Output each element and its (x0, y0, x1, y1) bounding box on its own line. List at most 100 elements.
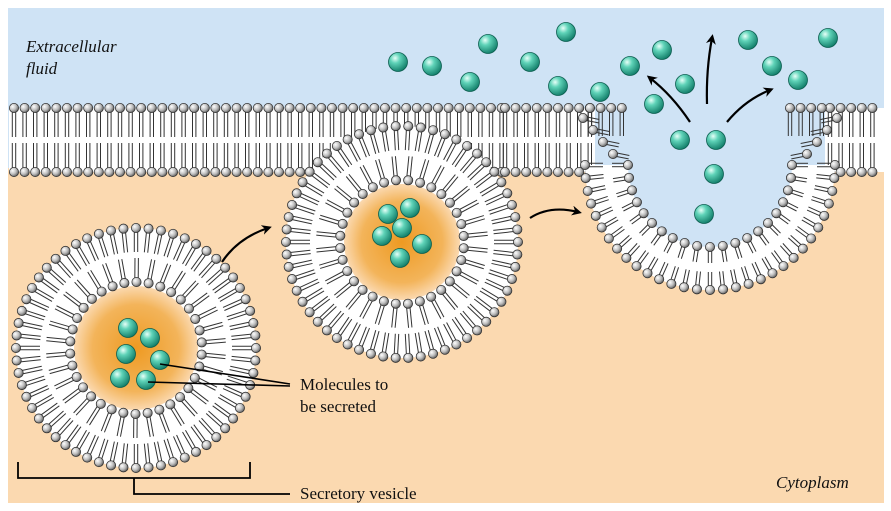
lipid-head (87, 392, 96, 401)
lipid-head (588, 125, 597, 134)
lipid-head (462, 141, 471, 150)
lipid-head (52, 103, 61, 112)
lipid-head (391, 122, 400, 131)
lipid-head (830, 160, 839, 169)
lipid-head (482, 317, 491, 326)
lipid-head (412, 103, 421, 112)
lipid-head (200, 103, 209, 112)
molecule-14 (707, 131, 726, 150)
lipid-head (807, 234, 816, 243)
lipid-head (580, 160, 589, 169)
lipid-head (94, 103, 103, 112)
lipid-head (282, 225, 291, 234)
lipid-head (105, 103, 114, 112)
lipid-head (465, 103, 474, 112)
lipid-head (41, 103, 50, 112)
molecule-11 (391, 249, 410, 268)
lipid-head (313, 158, 322, 167)
lipid-head (459, 244, 468, 253)
lipid-head (639, 209, 648, 218)
lipid-head (779, 262, 788, 271)
lipid-head (490, 167, 499, 176)
lipid-head (97, 287, 106, 296)
lipid-head (284, 262, 293, 271)
molecule-23 (591, 83, 610, 102)
lipid-head (17, 380, 26, 389)
molecules-label-line1: Molecules to (300, 374, 388, 396)
lipid-head (452, 208, 461, 217)
lipid-head (617, 103, 626, 112)
lipid-head (20, 167, 29, 176)
lipid-head (522, 103, 531, 112)
lipid-head (812, 137, 821, 146)
lipid-head (440, 130, 449, 139)
molecule-8 (373, 227, 392, 246)
lipid-head (338, 255, 347, 264)
lipid-head (820, 211, 829, 220)
lipid-head (144, 279, 153, 288)
lipid-head (824, 199, 833, 208)
lipid-head (338, 219, 347, 228)
molecule-2 (117, 345, 136, 364)
lipid-head (366, 126, 375, 135)
lipid-head (814, 223, 823, 232)
lipid-head (243, 167, 252, 176)
lipid-head (62, 167, 71, 176)
lipid-head (156, 461, 165, 470)
lipid-head (354, 130, 363, 139)
lipid-head (232, 103, 241, 112)
molecule-1 (141, 329, 160, 348)
lipid-head (41, 167, 50, 176)
lipid-head (264, 103, 273, 112)
lipid-head (14, 368, 23, 377)
lipid-head (598, 137, 607, 146)
lipid-head (379, 297, 388, 306)
lipid-head (73, 314, 82, 323)
lipid-head (416, 352, 425, 361)
lipid-head (147, 103, 156, 112)
lipid-head (632, 198, 641, 207)
lipid-head (404, 353, 413, 362)
lipid-head (718, 241, 727, 250)
lipid-head (455, 103, 464, 112)
lipid-head (513, 250, 522, 259)
lipid-head (452, 340, 461, 349)
lipid-head (857, 167, 866, 176)
lipid-head (184, 384, 193, 393)
lipid-head (137, 103, 146, 112)
lipid-head (147, 167, 156, 176)
lipid-head (553, 167, 562, 176)
lipid-head (107, 405, 116, 414)
lipid-head (66, 349, 75, 358)
lipid-head (108, 282, 117, 291)
lipid-head (42, 263, 51, 272)
lipid-head (667, 279, 676, 288)
lipid-head (168, 458, 177, 467)
lipid-head (368, 292, 377, 301)
lipid-head (705, 285, 714, 294)
lipid-head (575, 103, 584, 112)
lipid-head (68, 325, 77, 334)
lipid-head (379, 352, 388, 361)
lipid-head (472, 149, 481, 158)
lipid-head (106, 461, 115, 470)
vesicle-lumen (344, 184, 460, 300)
lipid-head (756, 275, 765, 284)
lipid-head (51, 254, 60, 263)
lipid-head (175, 393, 184, 402)
lipid-head (34, 273, 43, 282)
molecule-25 (653, 41, 672, 60)
lipid-head (190, 167, 199, 176)
lipid-head (796, 103, 805, 112)
molecule-3 (151, 351, 170, 370)
lipid-head (12, 356, 21, 365)
lipid-head (228, 273, 237, 282)
lipid-head (313, 317, 322, 326)
lipid-head (391, 353, 400, 362)
lipid-head (511, 262, 520, 271)
lipid-head (12, 331, 21, 340)
lipid-head (370, 103, 379, 112)
lipid-head (459, 231, 468, 240)
